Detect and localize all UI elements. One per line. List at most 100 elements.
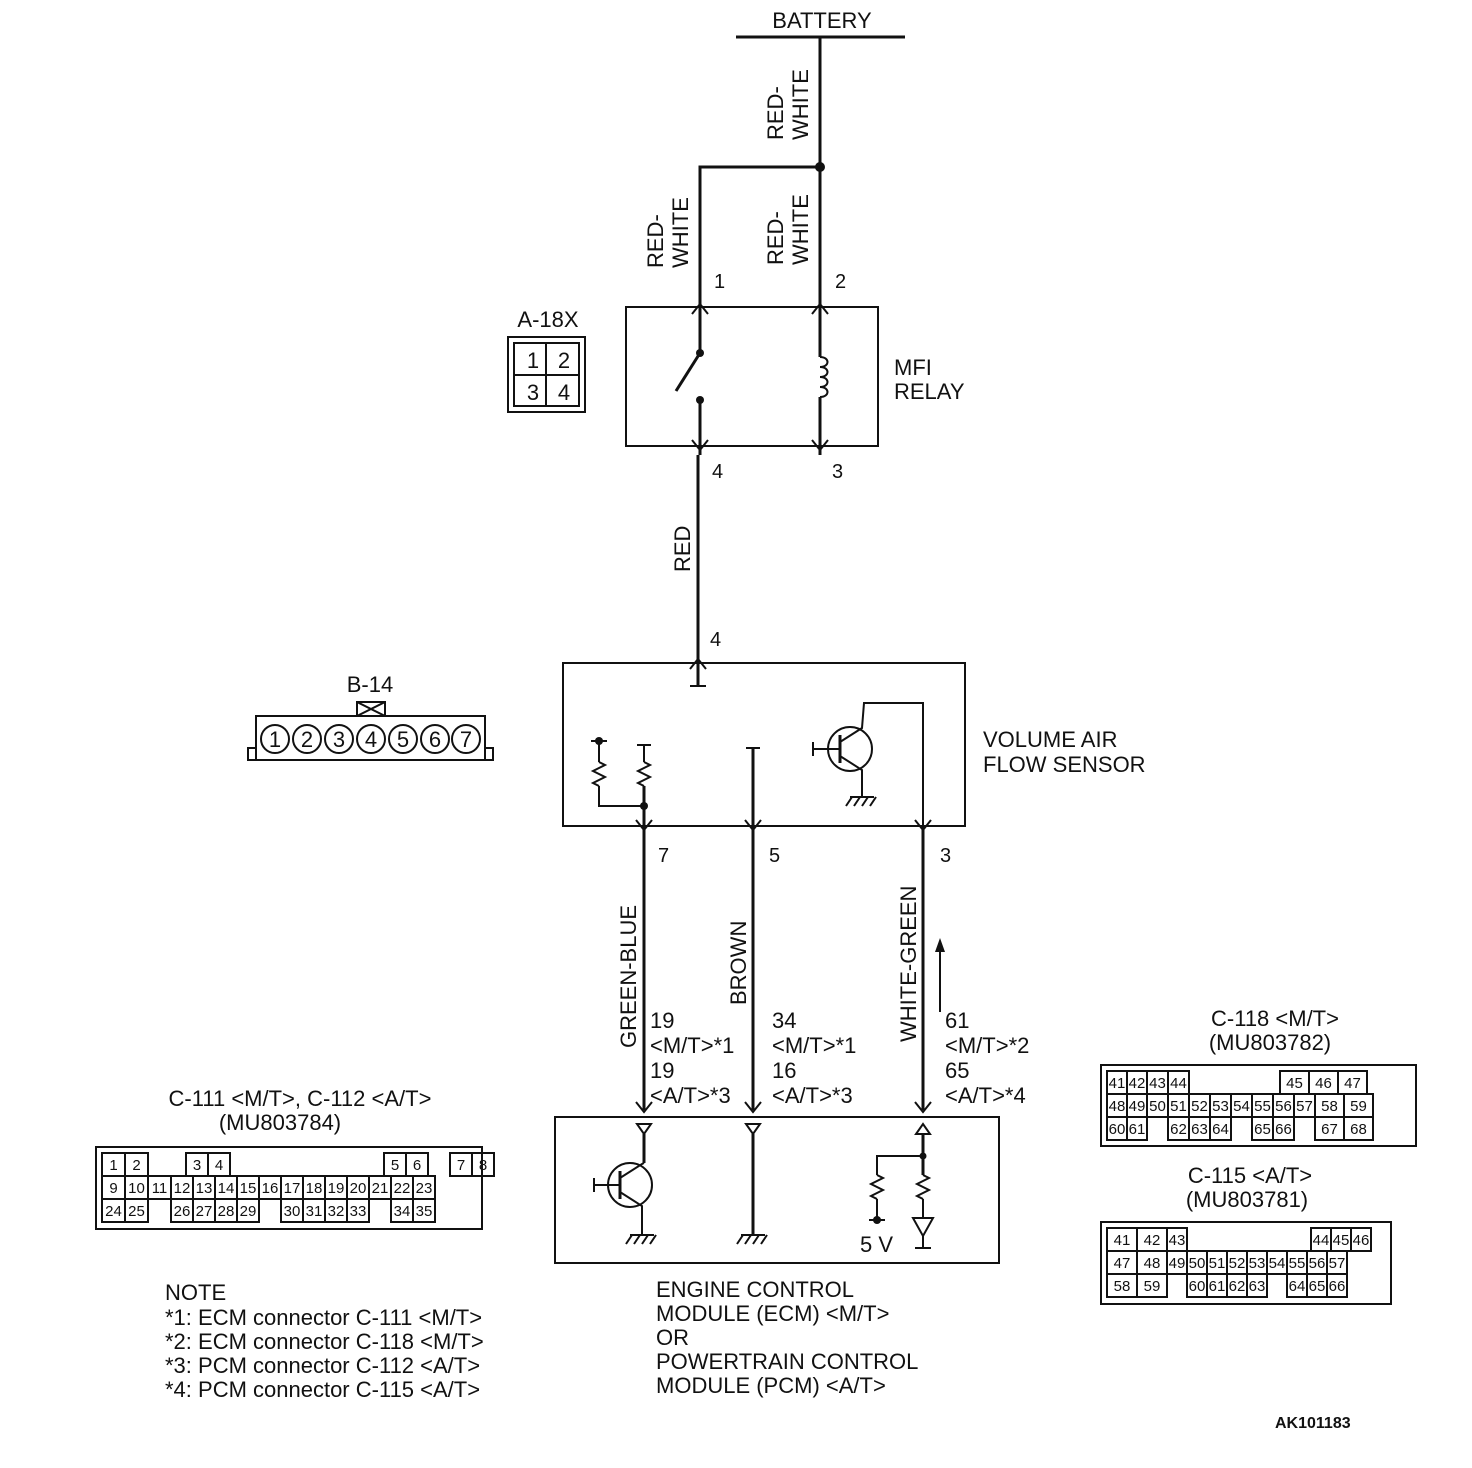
c115-cell-label: 60 (1189, 1278, 1206, 1295)
note-title: NOTE (165, 1280, 226, 1305)
terminal-text: 19 (650, 1008, 674, 1033)
c115-cell-label: 55 (1289, 1255, 1306, 1272)
c115-cell-label: 65 (1309, 1278, 1326, 1295)
sensor-resistor-network (590, 737, 653, 830)
ecm-label-line: ENGINE CONTROL (656, 1277, 854, 1302)
sensor-transistor (812, 702, 924, 830)
c115-cell-label: 58 (1114, 1278, 1131, 1295)
c111-cell (346, 1198, 370, 1223)
brown-wire-color: BROWN (726, 921, 751, 1005)
c111-cell-label: 11 (152, 1180, 168, 1197)
c115-cell (1246, 1273, 1268, 1298)
c118-cell (1209, 1116, 1232, 1141)
c115-cell-label: 41 (1114, 1232, 1131, 1249)
c115-cell-label: 49 (1169, 1255, 1186, 1272)
c115-cell-label: 43 (1169, 1232, 1186, 1249)
note-line: *4: PCM connector C-115 <A/T> (165, 1377, 480, 1402)
c115-cell-label: 50 (1189, 1255, 1206, 1272)
c111-cell-label: 2 (132, 1157, 140, 1174)
c115-cell (1136, 1273, 1168, 1298)
c118-cell-label: 42 (1129, 1075, 1146, 1092)
c111-cell-label: 15 (240, 1180, 257, 1197)
relay-pin3-label: 3 (832, 461, 843, 483)
b14-pin-6: 6 (429, 727, 441, 752)
c115-cell-label: 66 (1329, 1278, 1346, 1295)
ecm-label-line: POWERTRAIN CONTROL (656, 1349, 918, 1374)
c118-cell-label: 56 (1275, 1098, 1292, 1115)
c111-cell-label: 9 (109, 1180, 117, 1197)
ecm-transistor (593, 1134, 657, 1245)
c115-cell-label: 45 (1333, 1232, 1350, 1249)
c111-cell-label: 28 (218, 1203, 235, 1220)
c111-cell-label: 3 (193, 1157, 201, 1174)
c111-cell-label: 31 (306, 1203, 323, 1220)
c111-cell-label: 34 (394, 1203, 411, 1220)
c115-title-line2: (MU803781) (1186, 1187, 1308, 1212)
a18x-cell-1: 1 (527, 348, 539, 373)
c111-cell-label: 12 (174, 1180, 191, 1197)
c111-cell (124, 1198, 149, 1223)
c118-cell-label: 54 (1233, 1098, 1250, 1115)
c111-cell-label: 26 (174, 1203, 191, 1220)
c111-cell-label: 27 (196, 1203, 213, 1220)
c115-cell-label: 53 (1249, 1255, 1266, 1272)
terminal-text: <M/T>*1 (650, 1033, 734, 1058)
relay-coil (818, 300, 829, 455)
c118-cell-label: 60 (1109, 1121, 1126, 1138)
ecm-input-circuit (868, 1134, 935, 1249)
terminal-text: <M/T>*1 (772, 1033, 856, 1058)
c115-cell-label: 61 (1209, 1278, 1226, 1295)
c115-cell (1350, 1227, 1372, 1252)
c111-cell-label: 17 (284, 1180, 301, 1197)
c115-cell-label: 44 (1313, 1232, 1330, 1249)
green-blue-wire-color: GREEN-BLUE (616, 905, 641, 1048)
sensor-pin5-label: 5 (769, 845, 780, 867)
c111-cell-label: 6 (413, 1157, 421, 1174)
c118-cell-label: 44 (1170, 1075, 1187, 1092)
b14-title: B-14 (347, 672, 393, 697)
relay-pin4-label: 4 (712, 461, 723, 483)
c118-cell-label: 62 (1170, 1121, 1187, 1138)
terminal-text: <A/T>*4 (945, 1083, 1026, 1108)
c111-title-line1: C-111 <M/T>, C-112 <A/T> (169, 1086, 432, 1111)
battery-wire-color-line1: RED- (763, 86, 788, 140)
c118-cell-label: 58 (1321, 1098, 1338, 1115)
c118-cell-label: 49 (1129, 1098, 1146, 1115)
c111-cell (471, 1152, 495, 1177)
c118-cell-label: 52 (1191, 1098, 1208, 1115)
ecm-supply-label: 5 V (860, 1232, 893, 1257)
terminal-text: 61 (945, 1008, 969, 1033)
c115-cell (1326, 1273, 1348, 1298)
c115-cell-label: 64 (1289, 1278, 1306, 1295)
relay-pin2-label: 2 (835, 271, 846, 293)
relay-label-line1: MFI (894, 355, 932, 380)
c118-title-line1: C-118 <M/T> (1211, 1006, 1339, 1031)
c111-cell-label: 19 (328, 1180, 345, 1197)
b14-pin-7: 7 (460, 727, 472, 752)
ecm-box (554, 1116, 1000, 1264)
c115-title-line1: C-115 <A/T> (1188, 1163, 1312, 1188)
figure-id: AK101183 (1275, 1415, 1351, 1432)
ecm-label-line: MODULE (ECM) <M/T> (656, 1301, 889, 1326)
ecm-input-terminals (635, 1101, 932, 1136)
terminal-text: <A/T>*3 (650, 1083, 731, 1108)
sensor-label-line1: VOLUME AIR (983, 727, 1117, 752)
terminal-text: 16 (772, 1058, 796, 1083)
c111-cell (412, 1198, 436, 1223)
relay-pin1-wire (698, 165, 820, 300)
b14-pin-2: 2 (301, 727, 313, 752)
c111-cell-label: 13 (196, 1180, 213, 1197)
c111-cell-label: 21 (372, 1180, 389, 1197)
c111-cell-label: 8 (479, 1157, 487, 1174)
relay-switch (674, 300, 704, 455)
c118-cell-label: 67 (1321, 1121, 1338, 1138)
c115-cell-label: 57 (1329, 1255, 1346, 1272)
c111-cell-label: 29 (240, 1203, 257, 1220)
c118-cell (1126, 1116, 1148, 1141)
pin2-wire-color-line1: RED- (763, 211, 788, 265)
c111-cell-label: 18 (306, 1180, 323, 1197)
sensor-pin4-label: 4 (710, 629, 721, 651)
battery-wire-color-line2: WHITE (788, 69, 813, 140)
